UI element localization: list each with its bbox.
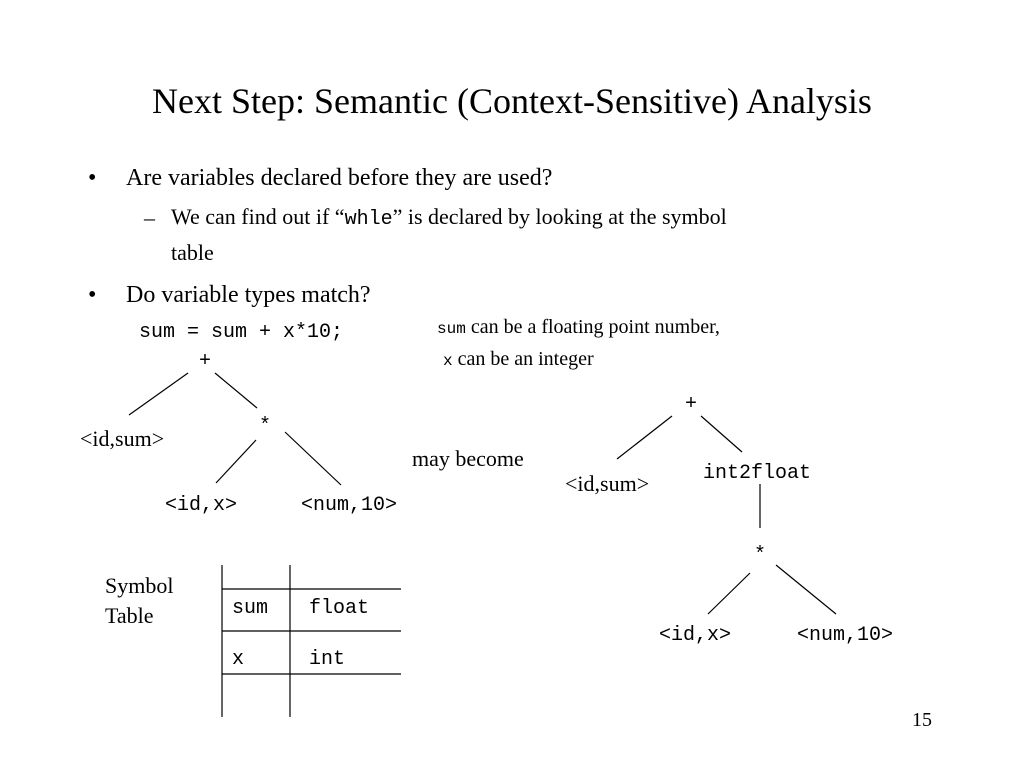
note-sum: sum can be a floating point number, bbox=[437, 316, 720, 339]
symbol-table-name-cell: x bbox=[232, 648, 245, 671]
bullet-marker-2: • bbox=[88, 282, 97, 308]
symbol-table-name-cell: sum bbox=[232, 597, 269, 620]
tree1-plus-node: + bbox=[199, 350, 212, 373]
code-statement: sum = sum + x*10; bbox=[139, 321, 344, 344]
tree2-num-node: <num,10> bbox=[797, 624, 894, 647]
tree2-idsum-node: <id,sum> bbox=[565, 471, 650, 496]
tree2-plus-node: + bbox=[685, 393, 698, 416]
symbol-table-label-1: Symbol bbox=[105, 573, 174, 598]
sub-bullet-1-cont: table bbox=[171, 240, 214, 265]
tree2-times-node: * bbox=[754, 544, 767, 567]
bullet-2: Do variable types match? bbox=[126, 282, 371, 308]
note-x: x can be an integer bbox=[443, 348, 594, 371]
sub-bullet-dash: – bbox=[144, 205, 155, 230]
note-sum-code: sum bbox=[437, 320, 466, 338]
bullet-marker-1: • bbox=[88, 165, 97, 191]
tree1-edge-plus-idsum bbox=[128, 372, 189, 416]
tree2-idx-node: <id,x> bbox=[659, 624, 732, 647]
tree2-edge-times-idx bbox=[707, 572, 751, 615]
note-x-text: can be an integer bbox=[452, 348, 594, 370]
may-become-label: may become bbox=[412, 446, 524, 471]
tree1-idsum-node: <id,sum> bbox=[80, 426, 165, 451]
slide-title: Next Step: Semantic (Context-Sensitive) … bbox=[152, 81, 872, 121]
tree1-edge-times-idx bbox=[215, 439, 257, 484]
sub-bullet-text-pre: We can find out if bbox=[171, 204, 335, 229]
bullet-1: Are variables declared before they are u… bbox=[126, 165, 553, 191]
close-quote: ” bbox=[392, 204, 403, 229]
page-number: 15 bbox=[912, 709, 932, 731]
tree1-times-node: * bbox=[259, 415, 272, 438]
tree2-edge-plus-idsum bbox=[616, 415, 673, 460]
symbol-table-type-cell: float bbox=[309, 597, 370, 620]
tree1-edge-plus-times bbox=[214, 372, 258, 409]
code-whle: whle bbox=[344, 208, 393, 231]
tree1-num-node: <num,10> bbox=[301, 494, 398, 517]
tree1-edge-times-num bbox=[284, 431, 342, 486]
tree2-edge-plus-conv bbox=[700, 415, 743, 453]
sub-bullet-1: We can find out if “whle” is declared by… bbox=[171, 204, 727, 231]
open-quote: “ bbox=[334, 204, 345, 229]
note-sum-text: can be a floating point number, bbox=[465, 316, 720, 338]
note-x-code: x bbox=[443, 352, 453, 370]
sub-bullet-text-post: is declared by looking at the symbol bbox=[402, 204, 727, 229]
symbol-table-label-2: Table bbox=[105, 603, 154, 628]
tree2-conv-node: int2float bbox=[703, 462, 812, 485]
tree2-edge-times-num bbox=[775, 564, 837, 615]
symbol-table-type-cell: int bbox=[309, 648, 346, 671]
tree1-idx-node: <id,x> bbox=[165, 494, 238, 517]
